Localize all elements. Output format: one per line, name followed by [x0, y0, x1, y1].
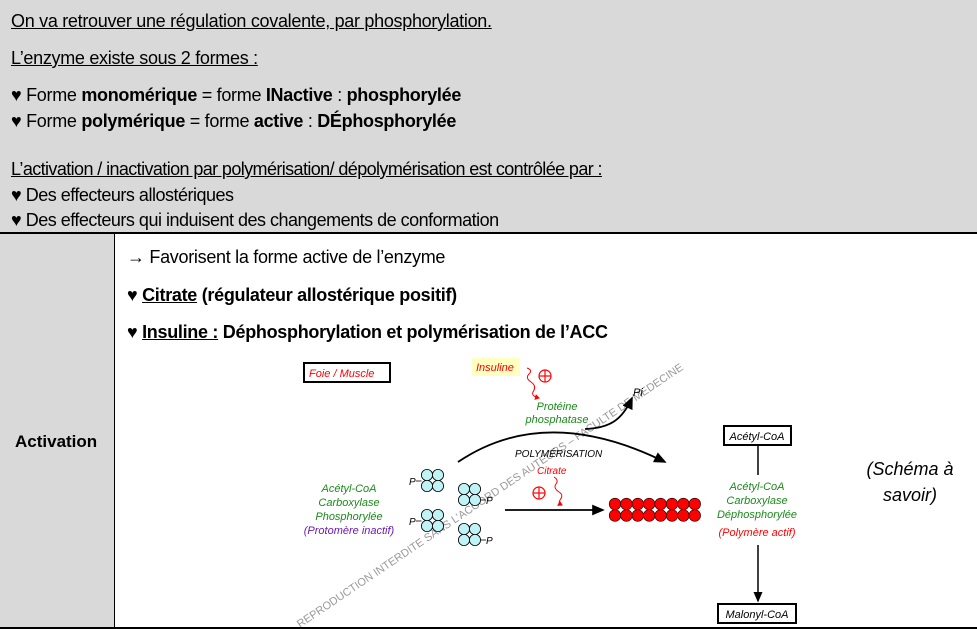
citrate-label: Citrate [537, 466, 567, 477]
phosphate-label: P [409, 477, 416, 488]
subunit [420, 479, 433, 492]
phosphate-label: P [486, 536, 493, 547]
insulin-item: ♥ Insuline : Déphosphorylation et polymé… [127, 322, 608, 342]
heart-icon: ♥ [11, 185, 22, 205]
polymer-subunit [665, 497, 679, 511]
subunit [468, 523, 481, 536]
polymer-subunit [631, 497, 644, 511]
protomer: P [457, 482, 493, 507]
schema-note: (Schéma à savoir) [866, 459, 954, 505]
intro-line-2: L’enzyme existe sous 2 formes : [11, 48, 258, 68]
polymer-subunit [688, 509, 701, 522]
subunit [431, 520, 444, 533]
row-label-activation: Activation [15, 432, 98, 451]
polymerisation-arc [457, 431, 667, 463]
insulin-label: Insuline [476, 362, 514, 374]
row-header-cell [0, 234, 114, 629]
subunit [468, 493, 481, 506]
polymer-subunit [665, 509, 679, 522]
subunit [468, 482, 481, 495]
intro-line-1: On va retrouver une régulation covalente… [11, 11, 492, 31]
control-item: ♥ Des effecteurs qui induisent des chang… [11, 210, 499, 230]
heart-icon: ♥ [11, 210, 22, 230]
heart-icon: ♥ [127, 285, 138, 305]
subunit [457, 534, 470, 547]
protomer-group: P P P P [409, 468, 493, 547]
inactive-note: (Protomère inactif) [304, 525, 395, 537]
inactive-enzyme-name-3: Phosphorylée [315, 511, 382, 523]
column-divider [114, 233, 115, 629]
polymer-subunit [688, 497, 701, 511]
polymer-subunit [654, 509, 667, 522]
polymer-subunit [631, 509, 644, 522]
protomer: P [457, 523, 493, 547]
citrate-squiggle-arrow [553, 476, 563, 506]
subunit [457, 523, 470, 536]
active-enzyme-name-3: Déphosphorylée [717, 509, 797, 521]
subunit [457, 482, 470, 495]
form-monomeric: ♥ Forme monomérique = forme INactive : p… [11, 85, 462, 105]
malonyl-coa-box [717, 603, 797, 624]
subunit [420, 520, 433, 533]
heart-icon: ♥ [11, 111, 22, 131]
active-enzyme-name-1: Acétyl-CoA [728, 481, 784, 493]
active-note: (Polymère actif) [718, 527, 795, 539]
insulin-squiggle-arrow [526, 367, 540, 400]
protomer: P [409, 468, 444, 492]
polymer-subunit [620, 509, 633, 522]
favor-active-line: → Favorisent la forme active de l’enzyme [127, 247, 446, 267]
polymer-subunit [643, 497, 656, 511]
phosphatase-label-2: phosphatase [525, 414, 589, 426]
polymer-subunit [677, 497, 690, 511]
acetyl-coa-label: Acétyl-CoA [728, 431, 784, 443]
protomer: P [409, 508, 444, 533]
polymer-subunit [643, 509, 656, 522]
tissue-box [303, 362, 391, 383]
control-item: ♥ Des effecteurs allostériques [11, 185, 234, 205]
polymer-group [608, 497, 701, 522]
tissue-label: Foie / Muscle [309, 368, 374, 380]
insulin-highlight [472, 358, 520, 376]
table-top-border [0, 232, 977, 234]
pi-release-arrow [584, 396, 633, 430]
polymer-subunit [608, 497, 622, 511]
table-bottom-border [0, 627, 977, 629]
polymer-subunit [620, 497, 633, 511]
heart-icon: ♥ [127, 322, 138, 342]
intro-section [0, 0, 977, 233]
heart-icon: ♥ [11, 85, 22, 105]
inactive-enzyme-name-1: Acétyl-CoA [320, 483, 376, 495]
subunit [431, 479, 444, 492]
phosphatase-label-1: Protéine [537, 401, 578, 413]
subunit [420, 508, 433, 521]
polymerisation-label: POLYMÉRISATION [515, 447, 603, 460]
subunit [457, 493, 470, 506]
acetyl-coa-box [723, 425, 792, 446]
malonyl-coa-label: Malonyl-CoA [726, 609, 789, 621]
polymer-subunit [608, 509, 622, 522]
subunit [420, 468, 433, 481]
active-enzyme-name-2: Carboxylase [726, 495, 787, 507]
subunit [431, 508, 444, 521]
arrow-right-icon: → [127, 247, 145, 267]
control-heading: L’activation / inactivation par polyméri… [11, 159, 603, 179]
pi-label: Pi [633, 387, 643, 399]
phosphate-label: P [409, 517, 416, 528]
inactive-enzyme-name-2: Carboxylase [318, 497, 379, 509]
subunit [468, 534, 481, 547]
citrate-item: ♥ Citrate (régulateur allostérique posit… [127, 285, 457, 305]
phosphate-label: P [486, 496, 493, 507]
form-polymeric: ♥ Forme polymérique = forme active : DÉp… [11, 111, 457, 131]
polymer-subunit [677, 509, 690, 522]
subunit [431, 468, 444, 481]
polymer-subunit [654, 497, 667, 511]
